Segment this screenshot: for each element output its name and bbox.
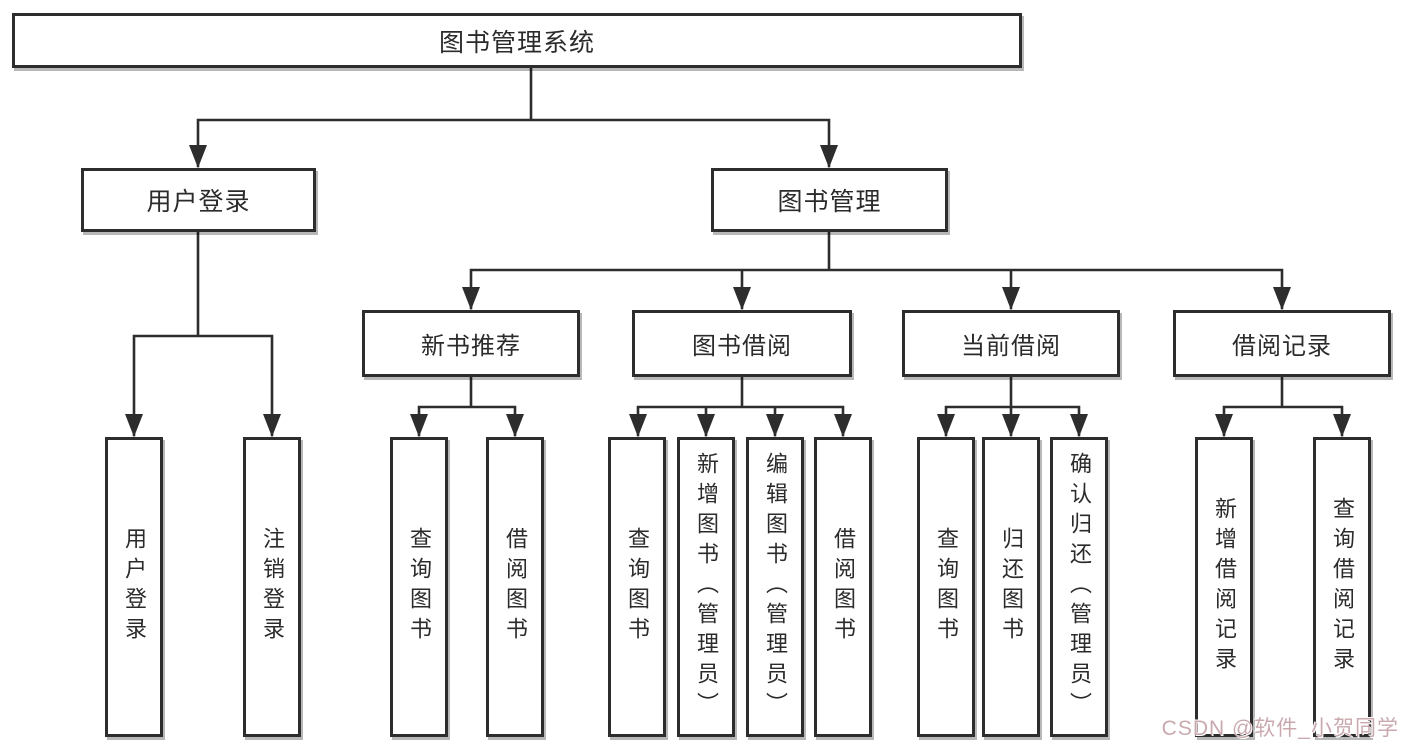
arrow-down-icon bbox=[125, 414, 143, 437]
node-label: 查询借阅记录 bbox=[1330, 497, 1355, 677]
arrow-down-icon bbox=[766, 414, 784, 437]
arrow-down-icon bbox=[1002, 287, 1020, 310]
arrow-down-icon bbox=[1002, 414, 1020, 437]
node-label: 图书管理 bbox=[777, 188, 882, 216]
leaf-confirm-return-admin: 确认归还（管理员） bbox=[1050, 437, 1108, 737]
node-label: 新增图书（管理员） bbox=[694, 452, 719, 722]
arrow-down-icon bbox=[462, 287, 480, 310]
arrow-down-icon bbox=[189, 145, 207, 168]
node-label: 注销登录 bbox=[260, 527, 285, 647]
leaf-borrow-books-recommend: 借阅图书 bbox=[486, 437, 544, 737]
arrow-down-icon bbox=[834, 414, 852, 437]
arrow-down-icon bbox=[820, 145, 838, 168]
leaf-add-borrow-record: 新增借阅记录 bbox=[1195, 437, 1253, 737]
node-label: 查询图书 bbox=[625, 527, 650, 647]
arrow-down-icon bbox=[733, 287, 751, 310]
node-book-borrow: 图书借阅 bbox=[632, 310, 852, 377]
node-new-book-recommend: 新书推荐 bbox=[362, 310, 580, 377]
arrow-down-icon bbox=[1070, 414, 1088, 437]
leaf-query-books-recommend: 查询图书 bbox=[390, 437, 448, 737]
node-user-login: 用户登录 bbox=[81, 168, 316, 232]
node-label: 图书管理系统 bbox=[438, 28, 595, 57]
node-label: 查询图书 bbox=[407, 527, 432, 647]
leaf-query-borrow-record: 查询借阅记录 bbox=[1313, 437, 1371, 737]
leaf-logout: 注销登录 bbox=[243, 437, 301, 737]
arrow-down-icon bbox=[1273, 287, 1291, 310]
node-label: 用户登录 bbox=[146, 188, 251, 216]
arrow-down-icon bbox=[1333, 414, 1351, 437]
node-label: 查询图书 bbox=[934, 527, 959, 647]
node-label: 新增借阅记录 bbox=[1212, 497, 1237, 677]
node-label: 确认归还（管理员） bbox=[1067, 452, 1092, 722]
node-book-management: 图书管理 bbox=[711, 168, 948, 232]
arrow-down-icon bbox=[506, 414, 524, 437]
node-label: 用户登录 bbox=[122, 527, 147, 647]
leaf-edit-books-admin: 编辑图书（管理员） bbox=[746, 437, 804, 737]
arrow-down-icon bbox=[629, 414, 647, 437]
node-label: 借阅图书 bbox=[503, 527, 528, 647]
node-label: 借阅图书 bbox=[831, 527, 856, 647]
node-current-borrow: 当前借阅 bbox=[902, 310, 1120, 377]
node-label: 图书借阅 bbox=[692, 333, 792, 360]
arrow-down-icon bbox=[1215, 414, 1233, 437]
arrow-down-icon bbox=[697, 414, 715, 437]
arrow-down-icon bbox=[937, 414, 955, 437]
leaf-query-books-current: 查询图书 bbox=[917, 437, 975, 737]
leaf-return-books: 归还图书 bbox=[982, 437, 1040, 737]
leaf-borrow-books: 借阅图书 bbox=[814, 437, 872, 737]
arrow-down-icon bbox=[410, 414, 428, 437]
watermark: CSDN @软件_小贺同学 bbox=[1161, 717, 1399, 740]
node-label: 新书推荐 bbox=[421, 333, 521, 360]
leaf-user-login: 用户登录 bbox=[105, 437, 163, 737]
node-borrow-records: 借阅记录 bbox=[1173, 310, 1391, 377]
arrow-down-icon bbox=[263, 414, 281, 437]
node-label: 编辑图书（管理员） bbox=[763, 452, 788, 722]
node-label: 归还图书 bbox=[999, 527, 1024, 647]
node-system-root: 图书管理系统 bbox=[12, 13, 1022, 68]
node-label: 当前借阅 bbox=[961, 333, 1061, 360]
node-label: 借阅记录 bbox=[1232, 333, 1332, 360]
leaf-add-books-admin: 新增图书（管理员） bbox=[677, 437, 735, 737]
leaf-query-books-borrow: 查询图书 bbox=[608, 437, 666, 737]
